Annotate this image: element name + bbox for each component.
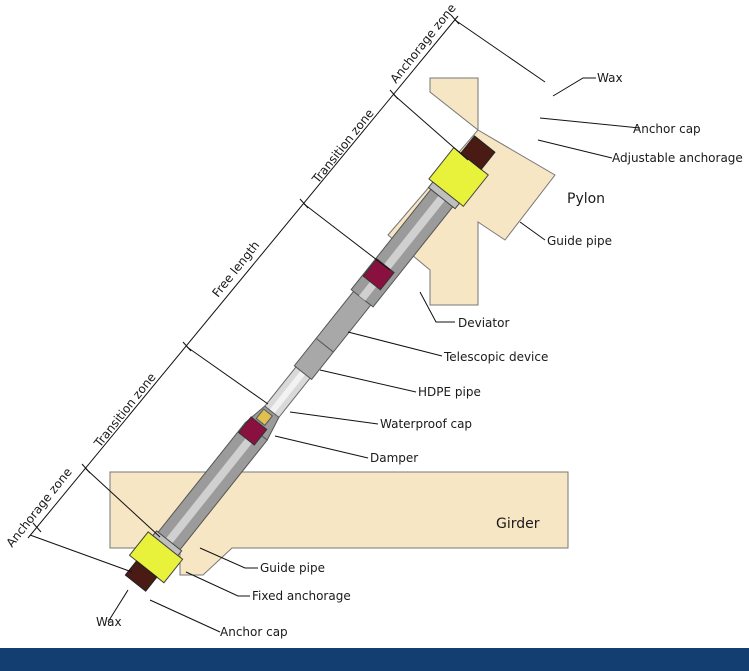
zone-label-anchorage-lower: Anchorage zone [3, 465, 74, 550]
label-guide-pipe-bottom: Guide pipe [260, 561, 325, 575]
waterproof-cap-shape [255, 408, 274, 427]
label-fixed-anchorage: Fixed anchorage [252, 589, 351, 603]
wax-top-shape [460, 135, 496, 171]
label-anchor-cap-top: Anchor cap [633, 122, 701, 136]
zone-label-transition-upper: Transition zone [309, 106, 377, 186]
label-wax-bottom: Wax [96, 615, 122, 629]
label-damper: Damper [370, 451, 418, 465]
zone-label-free-length: Free length [209, 238, 262, 300]
label-guide-pipe-top: Guide pipe [547, 234, 612, 248]
footer-band [0, 648, 749, 671]
label-pylon: Pylon [567, 191, 605, 207]
zone-label-anchorage-upper: Anchorage zone [387, 1, 458, 86]
label-adjustable-anchorage: Adjustable anchorage [612, 151, 743, 165]
label-deviator: Deviator [458, 316, 509, 330]
telescopic-sleeve-shape [293, 290, 372, 381]
zone-label-transition-lower: Transition zone [91, 370, 159, 450]
label-girder: Girder [496, 516, 540, 532]
label-telescopic-device: Telescopic device [443, 350, 548, 364]
leader-lines [107, 77, 641, 633]
label-hdpe-pipe: HDPE pipe [418, 385, 481, 399]
dimension-chain [27, 14, 546, 573]
label-wax-top: Wax [597, 71, 623, 85]
label-anchor-cap-bottom: Anchor cap [220, 625, 288, 639]
cable-assembly [124, 135, 496, 592]
wax-bottom-shape [124, 560, 158, 592]
girder-block [109, 471, 569, 576]
damper-shape [237, 416, 268, 446]
label-waterproof-cap: Waterproof cap [380, 417, 472, 431]
